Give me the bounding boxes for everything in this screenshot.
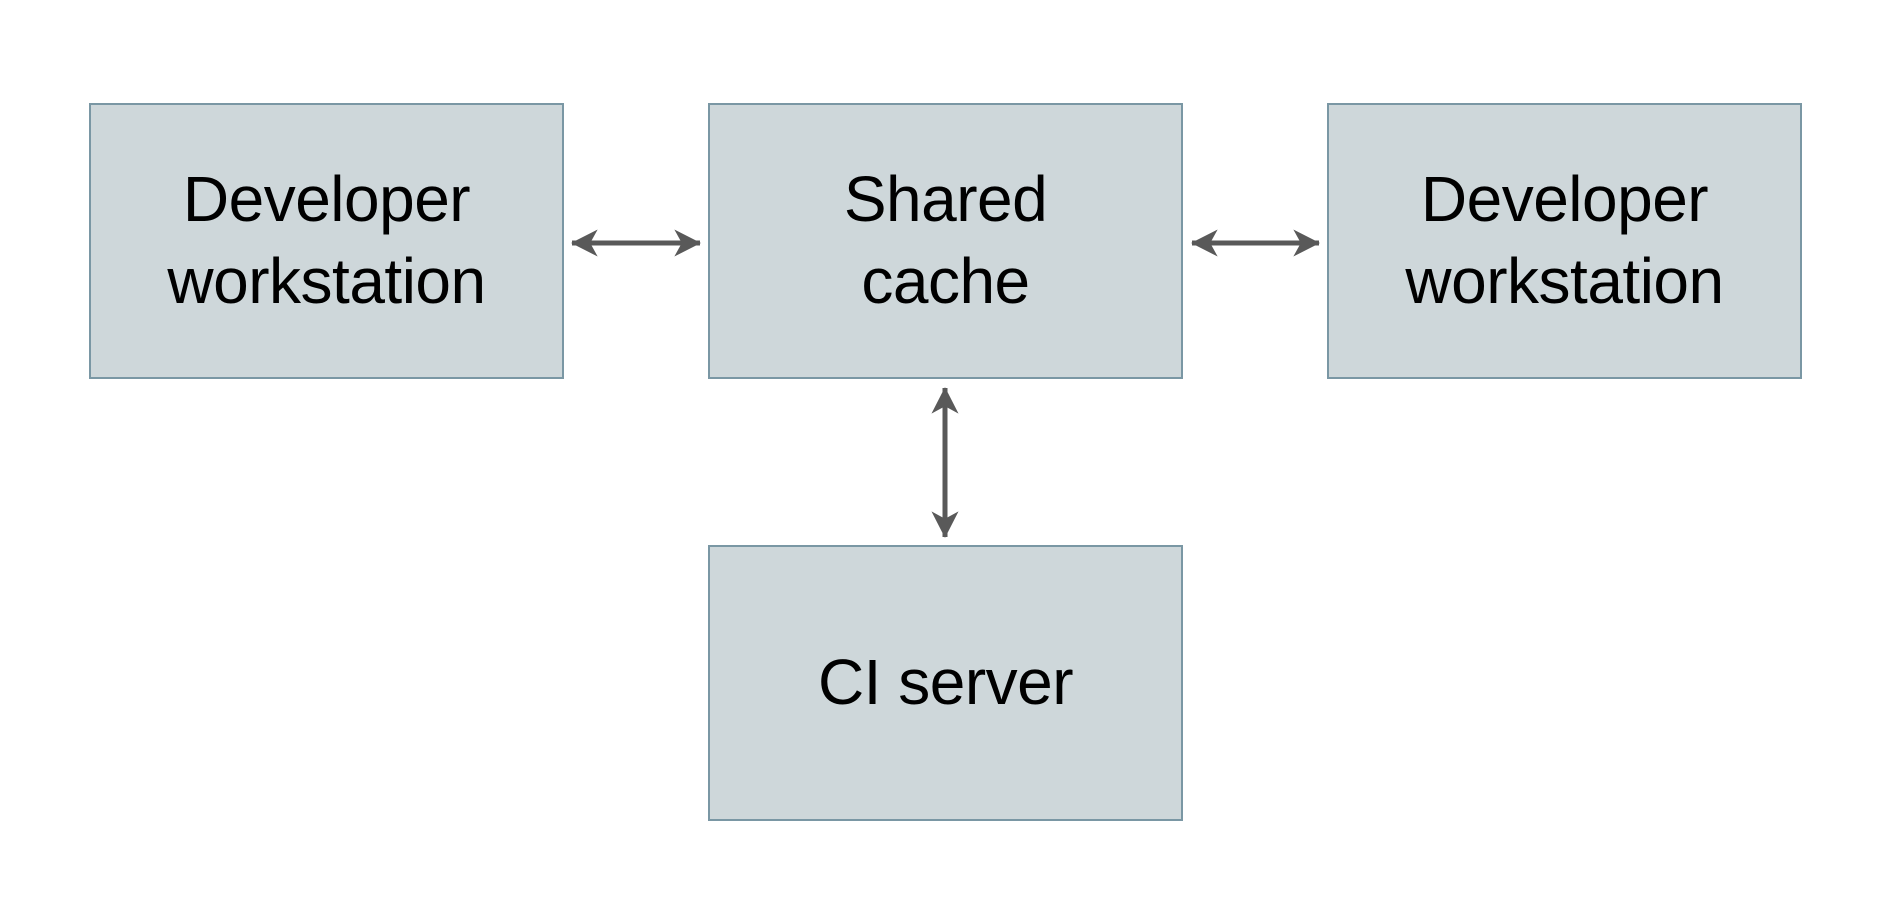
node-label: Shared cache	[843, 163, 1048, 317]
node-label: Developer workstation	[167, 163, 486, 317]
node-ci-server[interactable]: CI server	[708, 545, 1183, 821]
node-shared-cache[interactable]: Shared cache	[708, 103, 1183, 379]
node-developer-workstation-left[interactable]: Developer workstation	[89, 103, 564, 379]
node-label: CI server	[817, 646, 1074, 719]
node-developer-workstation-right[interactable]: Developer workstation	[1327, 103, 1802, 379]
node-label: Developer workstation	[1405, 163, 1724, 317]
